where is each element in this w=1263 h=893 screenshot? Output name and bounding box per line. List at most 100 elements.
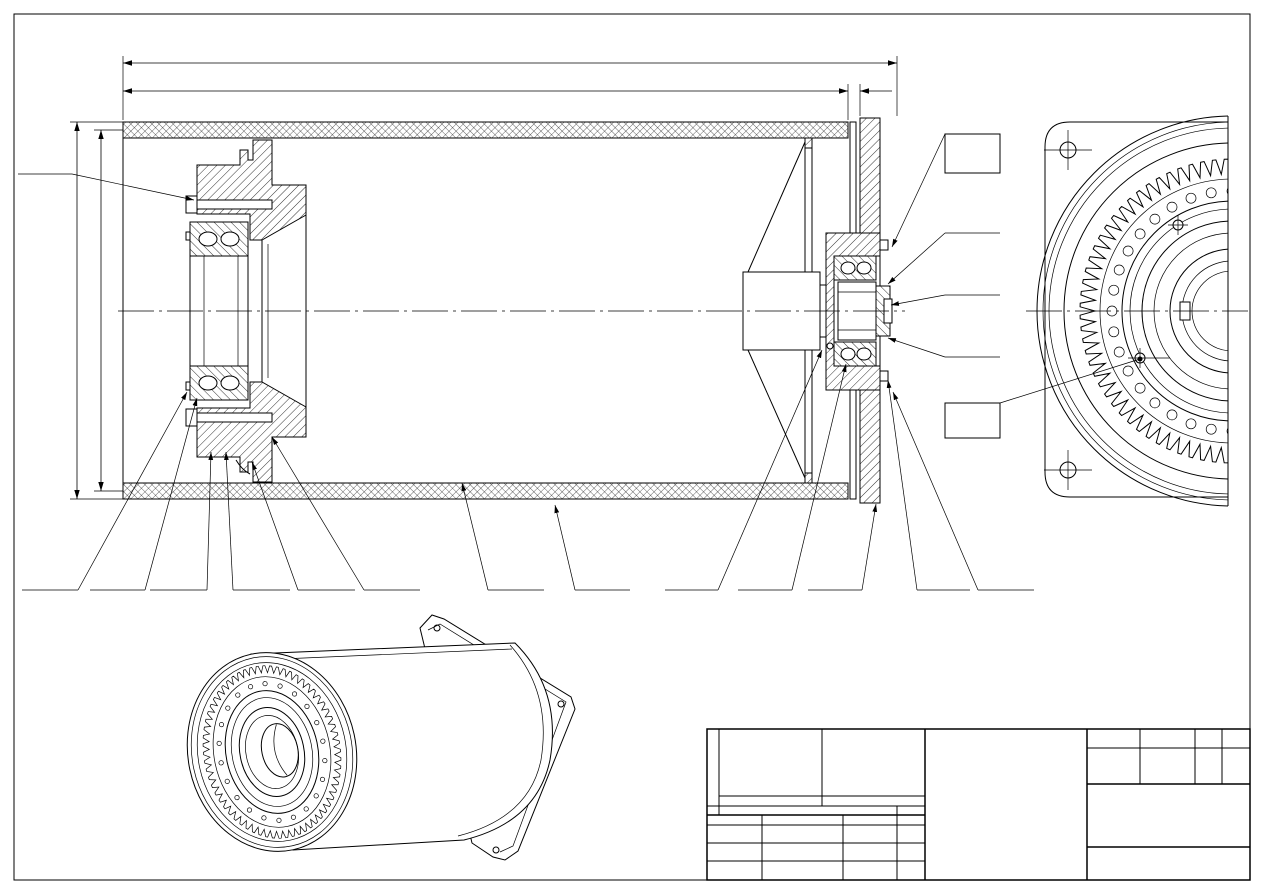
iso-drum-back-rim [457,644,544,837]
bolt-head [1248,424,1258,434]
bolt-head [303,806,309,812]
callout-leader [71,173,195,201]
bolt-head [1149,397,1161,409]
bolt-head [277,683,283,689]
bolt-head [1166,409,1178,421]
bolt-head [224,778,230,784]
callout-leader [886,379,918,591]
cone-edge-bottom [747,349,806,479]
shell-wall-top [122,121,849,139]
bolt-head [216,740,222,746]
hub-ring [1121,200,1228,422]
bearing-roller [220,231,240,247]
callout-leader [861,503,878,591]
bolt-head [1122,365,1134,377]
callout-leader [791,363,847,591]
bolt-head [1205,423,1217,435]
iso-flange-edge [427,623,567,853]
callout-leader [251,461,299,591]
callout-leader [890,294,946,306]
iso-bolt-ring [216,681,328,823]
end-view [944,115,1258,507]
callout-box [944,402,1001,439]
bolt-head [218,722,225,728]
iso-drum-edge [257,648,513,661]
iso-flange-hole [433,624,441,632]
iso-front-face [186,652,358,852]
bolt-head [1122,245,1134,257]
callout-leader [999,358,1141,404]
bolt-head [1134,228,1146,240]
bearing-roller [198,375,218,391]
iso-bore-inner-edge [273,724,288,776]
iso-flange-hole [492,846,500,854]
bolt-head [314,720,320,726]
bolt-head [1113,264,1125,276]
dimension-lines [70,56,898,500]
bolt-head [1149,213,1161,225]
end-plate-bolt-head [879,239,889,251]
callout-leader [271,436,365,591]
bolt-head [218,760,224,766]
callout-leader [554,504,576,591]
bolt-head [291,691,298,697]
bearing-roller [856,347,872,361]
bolt-head [248,684,254,690]
flange-bolt [196,412,273,423]
callout-leader [891,133,946,248]
leader-dot [1137,356,1143,362]
bolt-head [322,758,328,764]
set-screw [185,231,191,241]
cone-weld [804,137,813,149]
bore-ring [1169,248,1228,374]
bearing-roller [198,231,218,247]
bolt-head [225,705,231,711]
iso-face-rim [196,662,348,842]
bolt-head [1248,188,1258,198]
iso-flange-hole [557,700,565,708]
bolt-head [1185,192,1197,204]
bolt-head [1205,187,1217,199]
callout-leader [717,349,823,591]
bolt-head [1185,418,1197,430]
seal-ring [826,342,834,350]
callout-leader [224,451,234,591]
cone-weld [804,472,813,484]
bolt-head [290,814,296,820]
title-block [706,728,1251,881]
callout-leader [77,391,188,591]
bolt-head [1134,382,1146,394]
bearing-roller [220,375,240,391]
bearing-roller [840,347,856,361]
iso-hub-ring [230,697,314,807]
bolt-head [1166,201,1178,213]
bolt-head [261,815,267,821]
iso-bore-ring [238,706,306,798]
iso-bore [260,723,299,778]
bolt-head [1113,346,1125,358]
callout-leader [144,397,198,591]
callout-leader [887,232,946,285]
gear-carrier-ring [1063,142,1228,480]
bolt-head [262,681,268,687]
bolt-head [1108,284,1120,296]
set-screw [185,381,191,391]
bolt-head [234,795,240,801]
cone-edge-top [747,141,806,273]
isometric-view [186,614,576,861]
shell-wall-bottom [122,482,849,500]
callout-box [944,133,1001,174]
callout-leader [206,451,214,591]
bearing-roller [856,261,872,275]
iso-gear-root [212,676,332,828]
bolt-head [276,817,282,823]
iso-hub-ring [224,690,320,814]
flange-bolt [196,199,273,210]
section-view [70,56,905,504]
seal-lip [235,459,251,475]
flange-upper-section [196,139,307,241]
bolt-head [304,703,310,709]
title-block-border [706,728,1251,881]
callout-leader [461,482,489,591]
